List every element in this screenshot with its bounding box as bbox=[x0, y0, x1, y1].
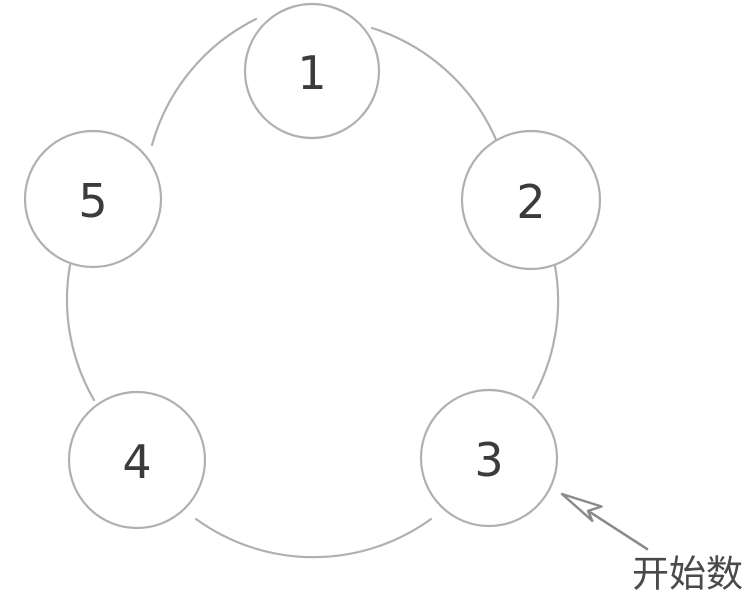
edge-group bbox=[65, 17, 560, 559]
edge-2-to-3 bbox=[531, 264, 560, 400]
node-2-label: 2 bbox=[516, 175, 545, 229]
node-1[interactable]: 1 bbox=[243, 2, 381, 140]
start-pointer-label: 开始数 bbox=[632, 553, 743, 596]
node-2[interactable]: 2 bbox=[460, 129, 602, 271]
node-3[interactable]: 3 bbox=[419, 388, 559, 528]
node-2-circle[interactable] bbox=[460, 129, 602, 271]
node-group: 1 2 3 4 5 bbox=[23, 2, 602, 530]
node-3-label: 3 bbox=[474, 433, 503, 487]
edge-4-to-5 bbox=[65, 263, 96, 402]
node-4[interactable]: 4 bbox=[67, 390, 207, 530]
node-1-label: 1 bbox=[297, 46, 326, 100]
node-3-circle[interactable] bbox=[419, 388, 559, 528]
node-1-circle[interactable] bbox=[243, 2, 381, 140]
edge-1-to-2 bbox=[370, 26, 499, 144]
edge-5-to-1 bbox=[150, 17, 258, 147]
node-4-label: 4 bbox=[122, 435, 151, 489]
pointer-arrow-head bbox=[560, 492, 603, 523]
node-5-circle[interactable] bbox=[23, 129, 163, 269]
pointer-arrow-shaft bbox=[589, 511, 649, 551]
node-5-label: 5 bbox=[78, 174, 107, 228]
node-5[interactable]: 5 bbox=[23, 129, 163, 269]
edge-3-to-4 bbox=[194, 517, 433, 559]
node-4-circle[interactable] bbox=[67, 390, 207, 530]
start-pointer-annotation: 开始数 bbox=[560, 492, 743, 596]
